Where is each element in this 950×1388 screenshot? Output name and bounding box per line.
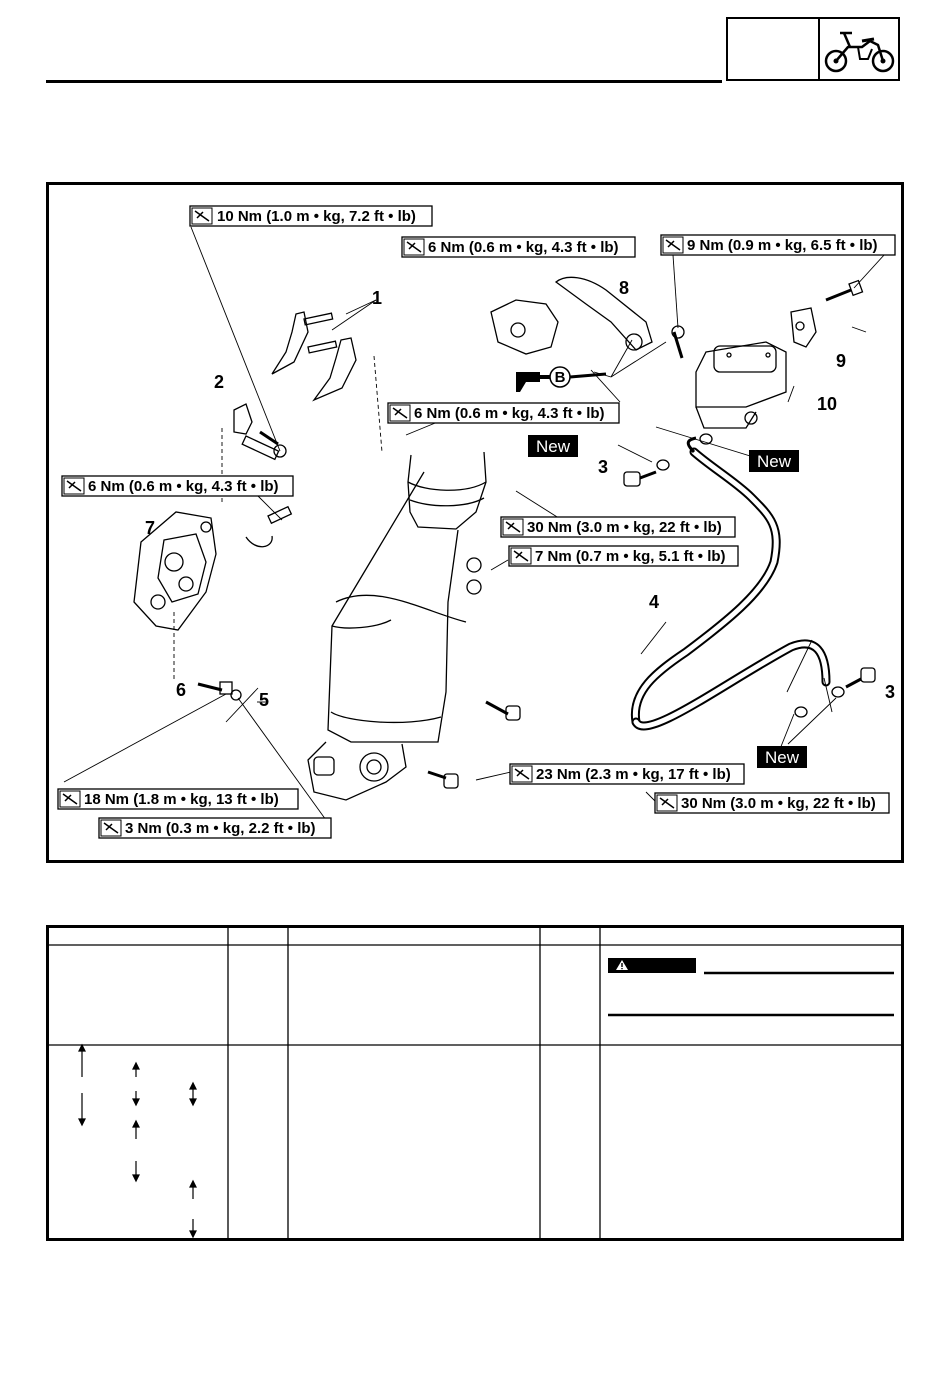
torque-wrench-icon: [406, 241, 422, 253]
copper-washer-1: [656, 459, 670, 471]
copper-washer-4: [831, 686, 845, 698]
part-number-6: 6: [176, 680, 186, 700]
copper-washer-3: [794, 706, 808, 718]
part-number-9: 9: [836, 351, 846, 371]
part-number-8: 8: [619, 278, 629, 298]
part-number-7: 7: [145, 518, 155, 538]
parts-table: [46, 925, 904, 1241]
torque-text: 3 Nm (0.3 m • kg, 2.2 ft • lb): [125, 820, 316, 837]
torque-label-t4: 6 Nm (0.6 m • kg, 4.3 ft • lb): [387, 402, 620, 424]
torque-label-t7: 7 Nm (0.7 m • kg, 5.1 ft • lb): [508, 545, 739, 567]
torque-text: 23 Nm (2.3 m • kg, 17 ft • lb): [536, 766, 731, 783]
fork-inner-tube: [407, 451, 487, 530]
master-cylinder-holder: [790, 307, 817, 348]
torque-text: 7 Nm (0.7 m • kg, 5.1 ft • lb): [535, 548, 726, 565]
fork-outer-tube: [327, 471, 459, 743]
torque-wrench-icon: [659, 797, 675, 809]
torque-wrench-icon: [392, 407, 408, 419]
torque-label-t10: 18 Nm (1.8 m • kg, 13 ft • lb): [57, 788, 299, 810]
brake-lever: [554, 276, 653, 351]
header-rule: [46, 80, 722, 83]
torque-text: 9 Nm (0.9 m • kg, 6.5 ft • lb): [687, 237, 878, 254]
brake-caliper-bracket: [133, 511, 217, 631]
torque-wrench-icon: [62, 793, 78, 805]
svg-text:New: New: [757, 452, 792, 471]
motorcycle-icon: [824, 31, 895, 73]
torque-wrench-icon: [513, 550, 529, 562]
torque-label-t8: 23 Nm (2.3 m • kg, 17 ft • lb): [509, 763, 745, 785]
torque-wrench-icon: [194, 210, 210, 222]
hose-guide-1a: [271, 311, 309, 375]
torque-wrench-icon: [505, 521, 521, 533]
torque-text: 6 Nm (0.6 m • kg, 4.3 ft • lb): [428, 239, 619, 256]
part-number-10: 10: [817, 394, 837, 414]
torque-text: 10 Nm (1.0 m • kg, 7.2 ft • lb): [217, 208, 416, 225]
svg-text:New: New: [536, 437, 571, 456]
torque-label-t6: 30 Nm (3.0 m • kg, 22 ft • lb): [500, 516, 736, 538]
part-number-1: 1: [372, 288, 382, 308]
master-cylinder: [695, 341, 787, 408]
torque-label-t9: 30 Nm (3.0 m • kg, 22 ft • lb): [654, 792, 890, 814]
torque-label-t3: 9 Nm (0.9 m • kg, 6.5 ft • lb): [660, 234, 896, 256]
torque-label-t1: 10 Nm (1.0 m • kg, 7.2 ft • lb): [189, 205, 433, 227]
torque-label-t11: 3 Nm (0.3 m • kg, 2.2 ft • lb): [98, 817, 332, 839]
new-tag-2: New: [749, 450, 799, 472]
grease-label: B: [555, 369, 566, 386]
torque-wrench-icon: [665, 239, 681, 251]
brake-caliper-body: [157, 533, 207, 603]
diagram-canvas: B 10 Nm (1.0 m • kg, 7.2 ft • lb) 6 Nm (…: [57, 205, 896, 839]
torque-label-t2: 6 Nm (0.6 m • kg, 4.3 ft • lb): [401, 236, 636, 258]
clamp-2: [233, 403, 253, 435]
warning-box: [608, 958, 894, 1017]
torque-text: 6 Nm (0.6 m • kg, 4.3 ft • lb): [414, 405, 605, 422]
lever-housing: [490, 299, 559, 355]
new-tag-1: New: [528, 435, 578, 457]
step-arrows: [78, 1043, 197, 1239]
parts-table-grid: [46, 925, 904, 1241]
torque-wrench-icon: [103, 822, 119, 834]
torque-text: 6 Nm (0.6 m • kg, 4.3 ft • lb): [88, 478, 279, 495]
torque-text: 18 Nm (1.8 m • kg, 13 ft • lb): [84, 791, 279, 808]
hose-guide-1b: [312, 337, 357, 402]
part-number-2: 2: [214, 372, 224, 392]
grease-symbol: B: [516, 366, 607, 392]
torque-label-t5: 6 Nm (0.6 m • kg, 4.3 ft • lb): [61, 475, 294, 497]
torque-text: 30 Nm (3.0 m • kg, 22 ft • lb): [527, 519, 722, 536]
exploded-diagram: B 10 Nm (1.0 m • kg, 7.2 ft • lb) 6 Nm (…: [46, 182, 904, 863]
part-number-3-lower: 3: [885, 682, 895, 702]
part-number-3-upper: 3: [598, 457, 608, 477]
torque-wrench-icon: [514, 768, 530, 780]
new-tag-3: New: [757, 746, 807, 768]
chapter-tab-divider: [818, 19, 820, 79]
part-number-4: 4: [649, 592, 659, 612]
svg-text:New: New: [765, 748, 800, 767]
brake-hose-outer: [630, 447, 781, 727]
chapter-tab-box: [726, 17, 900, 81]
torque-text: 30 Nm (3.0 m • kg, 22 ft • lb): [681, 795, 876, 812]
part-number-5: 5: [259, 690, 269, 710]
axle-holder: [307, 741, 407, 801]
torque-wrench-icon: [66, 480, 82, 492]
copper-washer-2: [699, 433, 713, 445]
